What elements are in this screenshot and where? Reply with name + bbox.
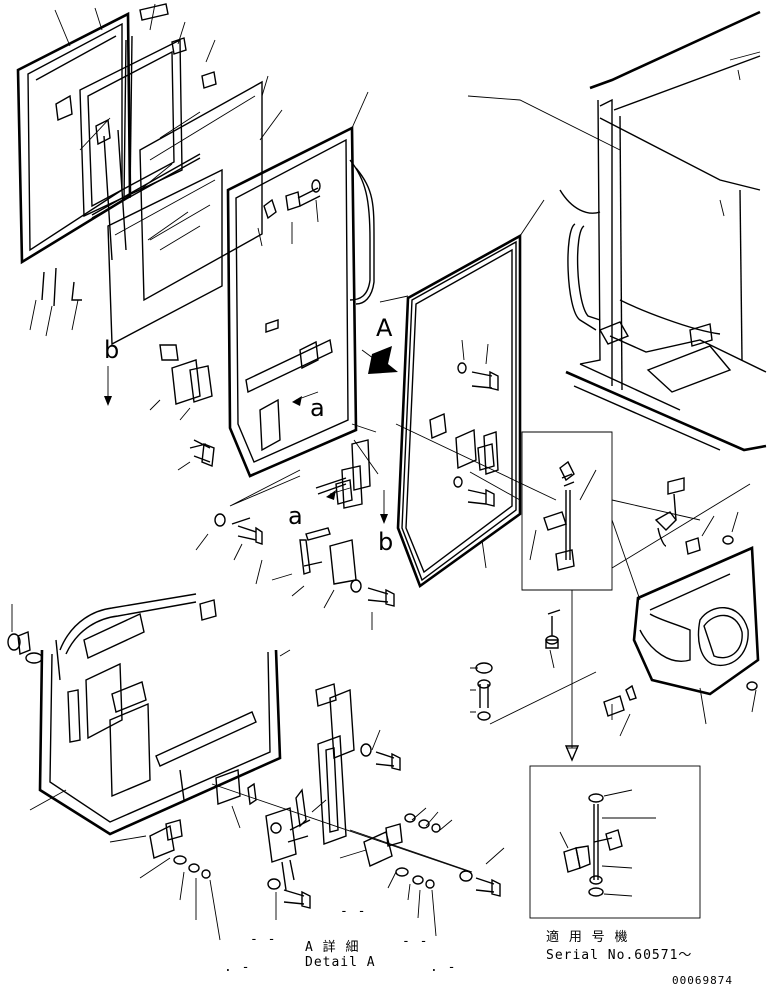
leader-lines (379, 295, 701, 762)
view-marker-a-upper: a (310, 394, 325, 422)
serial-detail-box (529, 765, 701, 919)
striker-bracket (521, 431, 613, 591)
view-b-arrows (104, 366, 388, 524)
serial-number: Serial No.60571～ (546, 948, 693, 963)
lock-parts (149, 399, 395, 630)
detail-dash-3: - - (340, 904, 367, 919)
detail-dash-1: - - (250, 932, 277, 947)
cab-body (467, 10, 767, 452)
detail-a-title-en: Detail A (305, 955, 376, 970)
bolt-column (470, 609, 597, 725)
view-marker-a-lower: a (288, 502, 303, 530)
view-marker-b-left: b (104, 336, 120, 364)
serial-title-jp: 適 用 号 機 (546, 930, 629, 945)
view-a-arrow (361, 346, 398, 374)
side-panel-cover (603, 477, 760, 737)
detail-a-title-jp: A 詳 細 (305, 940, 360, 955)
drawing-number: 00069874 (672, 974, 733, 987)
detail-dash-5: . - (430, 960, 457, 975)
view-marker-a: A (376, 314, 393, 342)
view-marker-b-right: b (378, 528, 394, 556)
door-frame (226, 91, 379, 478)
detail-dash-2: - - (402, 934, 429, 949)
detail-dash-4: . - (224, 960, 251, 975)
detail-a-drawing (7, 593, 505, 941)
door-glass (396, 199, 545, 589)
window-sash-assembly (16, 3, 269, 405)
view-a-arrow-small (292, 391, 351, 500)
